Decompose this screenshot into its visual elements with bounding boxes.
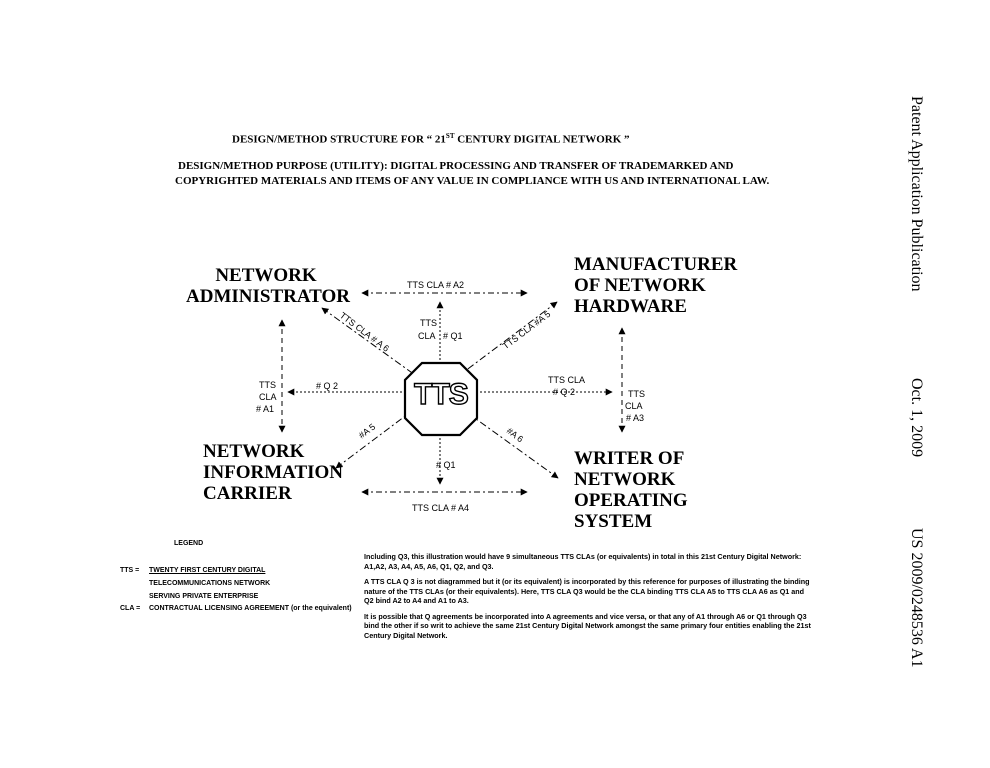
purpose-line-1: DESIGN/METHOD PURPOSE (UTILITY): DIGITAL…: [178, 160, 734, 172]
legend-tts-line-3: SERVING PRIVATE ENTERPRISE: [149, 593, 259, 600]
note-paragraph-3: It is possible that Q agreements be inco…: [364, 611, 811, 640]
note-paragraph-1: Including Q3, this illustration would ha…: [364, 552, 802, 571]
purpose-line-2: COPYRIGHTED MATERIALS AND ITEMS OF ANY V…: [175, 175, 770, 187]
node-network-administrator: NETWORK ADMINISTRATOR: [186, 265, 350, 307]
title-superscript: ST: [445, 132, 455, 140]
label-a3-line-1: TTS: [628, 389, 645, 399]
node-writer: WRITER OF NETWORK OPERATING SYSTEM: [574, 448, 688, 532]
node-mf-line-2: OF NETWORK: [574, 275, 706, 296]
page-title: DESIGN/METHOD STRUCTURE FOR “ 21ST CENTU…: [232, 132, 630, 146]
legend-tts-key: TTS =: [120, 567, 140, 574]
node-na-line-1: NETWORK: [215, 265, 317, 286]
label-q1-top-1: TTS: [420, 318, 437, 328]
label-q1-top-2: CLA: [418, 331, 436, 341]
legend-tts-line-1: TWENTY FIRST CENTURY DIGITAL: [149, 567, 266, 574]
label-a1-line-1: TTS: [259, 380, 276, 390]
node-mf-line-1: MANUFACTURER: [574, 254, 738, 275]
label-q1-bottom: # Q1: [436, 460, 456, 470]
label-a4: TTS CLA # A4: [412, 503, 470, 513]
node-wr-line-1: WRITER OF: [574, 448, 685, 469]
label-a2: TTS CLA # A2: [406, 280, 466, 290]
node-na-line-2: ADMINISTRATOR: [186, 286, 350, 307]
legend-heading: LEGEND: [174, 540, 204, 547]
node-information-carrier: NETWORK INFORMATION CARRIER: [203, 441, 343, 504]
node-ic-line-1: NETWORK: [203, 441, 305, 462]
node-wr-line-4: SYSTEM: [574, 511, 653, 532]
label-a1-line-3: # A1: [256, 404, 275, 414]
node-mf-line-3: HARDWARE: [574, 296, 687, 317]
notes-block: Including Q3, this illustration would ha…: [364, 552, 814, 646]
note-paragraph-2: A TTS CLA Q 3 is not diagrammed but it (…: [364, 577, 810, 605]
label-a3-line-2: CLA: [625, 401, 643, 411]
tts-center-label: TTS: [413, 377, 469, 411]
node-wr-line-3: OPERATING: [574, 490, 688, 511]
label-a3-line-3: # A3: [626, 413, 645, 423]
legend-cla-key: CLA =: [120, 605, 141, 612]
title-suffix: CENTURY DIGITAL NETWORK ”: [454, 133, 630, 146]
label-q2-right-2: # Q 2: [553, 387, 576, 397]
label-q2-left: # Q 2: [316, 381, 339, 391]
node-wr-line-2: NETWORK: [574, 469, 676, 490]
node-manufacturer: MANUFACTURER OF NETWORK HARDWARE: [574, 254, 737, 317]
legend-tts-line-2: TELECOMMUNICATIONS NETWORK: [149, 580, 271, 587]
legend-cla-line: CONTRACTUAL LICENSING AGREEMENT (or the …: [149, 605, 352, 612]
node-ic-line-3: CARRIER: [203, 483, 292, 504]
label-a1-line-2: CLA: [259, 392, 277, 402]
node-ic-line-2: INFORMATION: [203, 462, 344, 483]
label-q2-right-1: TTS CLA: [548, 375, 586, 385]
tts-octagon: [403, 361, 479, 437]
label-q1-top-3: # Q1: [443, 331, 463, 341]
title-prefix: DESIGN/METHOD STRUCTURE FOR “ 21: [232, 133, 446, 146]
